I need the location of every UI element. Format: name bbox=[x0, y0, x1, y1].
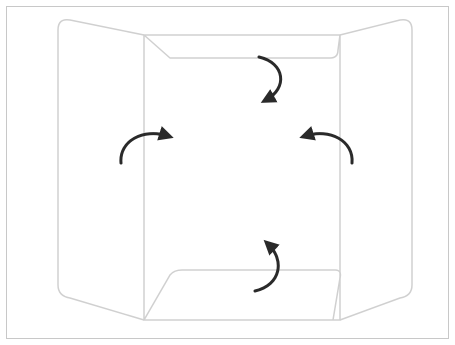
left-flap bbox=[58, 20, 144, 320]
outer-border bbox=[7, 7, 449, 339]
fold-arrow-right bbox=[305, 134, 352, 163]
center-panel bbox=[144, 35, 340, 320]
top-flap bbox=[144, 35, 340, 58]
fold-arrow-top bbox=[259, 57, 281, 100]
fold-arrow-bottom bbox=[255, 244, 278, 291]
bottom-flap bbox=[144, 270, 340, 320]
right-flap bbox=[340, 20, 412, 320]
